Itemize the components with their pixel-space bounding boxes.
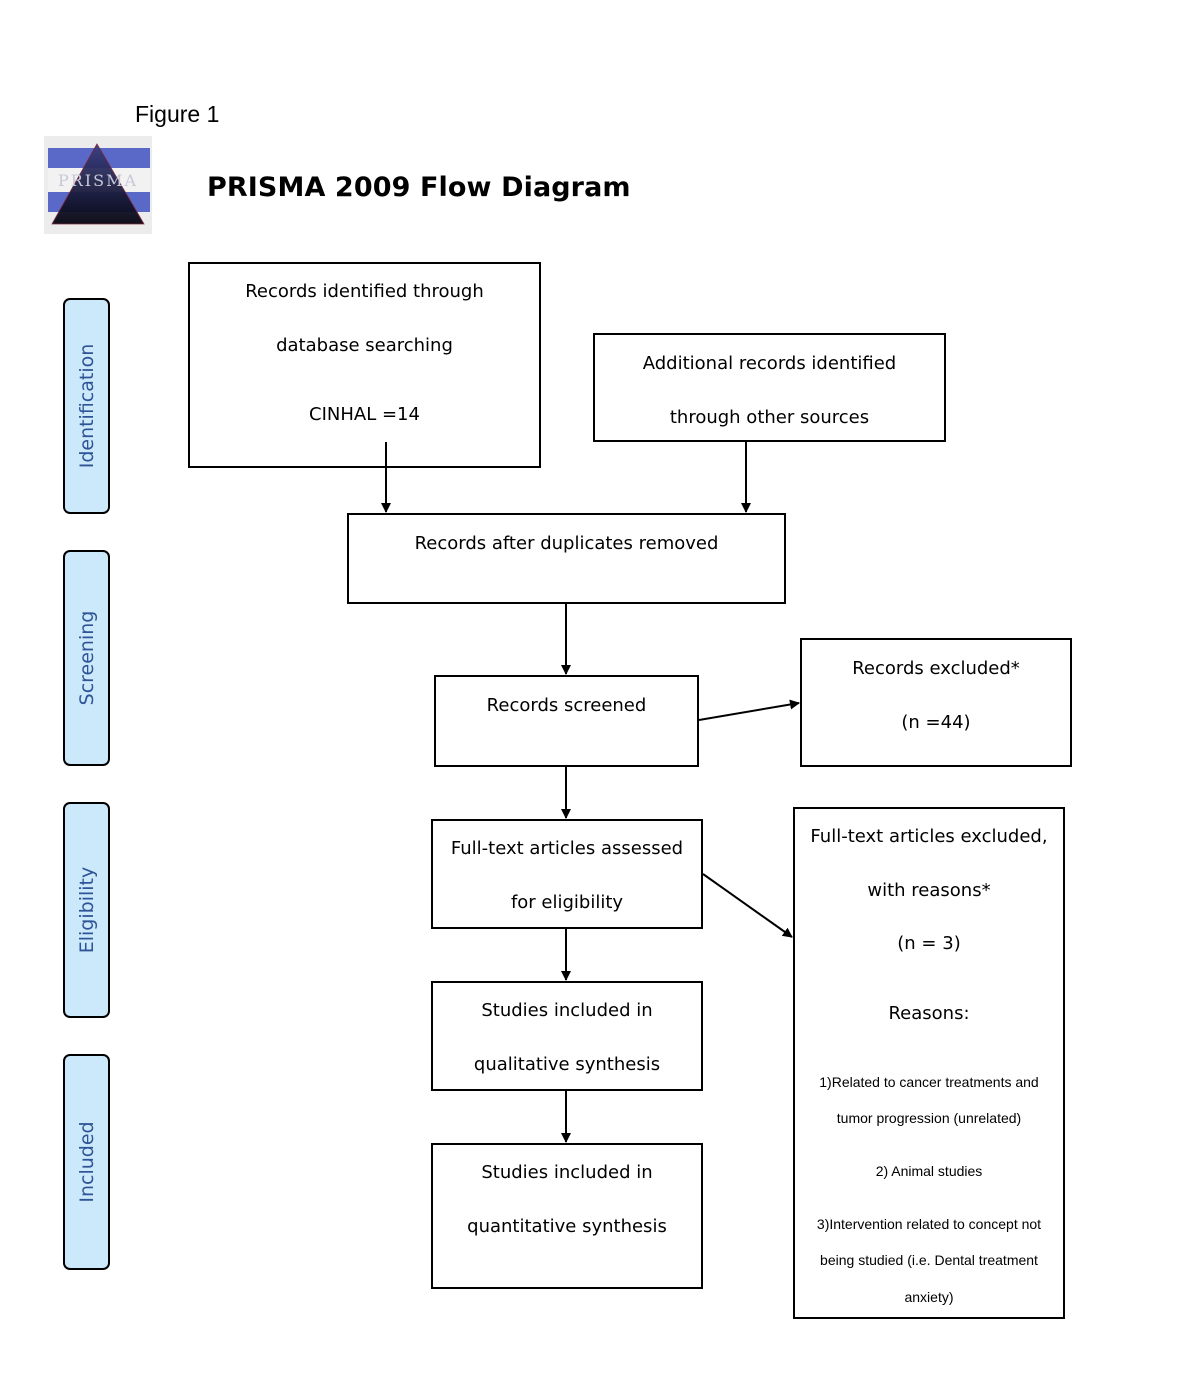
box-count: CINHAL =14 <box>309 404 420 425</box>
box-text: quantitative synthesis <box>467 1216 667 1237</box>
arrow-assessed-to-excluded <box>702 873 793 938</box>
box-text: Records after duplicates removed <box>414 533 719 554</box>
phase-screening: Screening <box>63 550 110 766</box>
box-text: for eligibility <box>510 892 624 913</box>
box-text: Records screened <box>486 695 647 716</box>
reason-line: 1)Related to cancer treatments and <box>819 1074 1039 1090</box>
box-text: through other sources <box>669 407 870 428</box>
box-fulltext-excluded: Full-text articles excluded, with reason… <box>793 807 1065 1319</box>
phase-identification: Identification <box>63 298 110 514</box>
phase-label: Eligibility <box>75 866 98 954</box>
box-text: with reasons* <box>867 880 991 901</box>
box-text: Studies included in <box>481 1000 653 1021</box>
box-text: Full-text articles excluded, <box>810 826 1048 847</box>
figure-label: Figure 1 <box>135 101 220 127</box>
box-count: (n =44) <box>901 712 971 733</box>
reason-line: being studied (i.e. Dental treatment <box>820 1252 1038 1268</box>
box-text: Studies included in <box>481 1162 653 1183</box>
prisma-logo-icon: PRISMA <box>44 136 152 234</box>
box-records-excluded: Records excluded* (n =44) <box>800 638 1072 767</box>
reason-line: 2) Animal studies <box>875 1163 983 1179</box>
phase-included: Included <box>63 1054 110 1270</box>
box-text: Records excluded* <box>852 658 1020 679</box>
page-title: PRISMA 2009 Flow Diagram <box>207 172 631 203</box>
box-text: qualitative synthesis <box>473 1054 661 1075</box>
phase-label: Included <box>75 1121 98 1203</box>
reason-line: 3)Intervention related to concept not <box>816 1216 1042 1232</box>
reason-line: anxiety) <box>904 1289 954 1305</box>
reasons-heading: Reasons: <box>888 1003 970 1024</box>
box-fulltext-assessed: Full-text articles assessed for eligibil… <box>431 819 703 929</box>
logo-text: PRISMA <box>58 171 138 190</box>
phase-eligibility: Eligibility <box>63 802 110 1018</box>
phase-label: Identification <box>75 343 98 469</box>
reason-line: tumor progression (unrelated) <box>836 1110 1022 1126</box>
phase-label: Screening <box>75 610 98 706</box>
box-qualitative-synthesis: Studies included in qualitative synthesi… <box>431 981 703 1091</box>
box-records-screened: Records screened <box>434 675 699 767</box>
box-text: Full-text articles assessed <box>450 838 684 859</box>
box-other-sources: Additional records identified through ot… <box>593 333 946 442</box>
box-text: database searching <box>276 335 453 356</box>
arrow-screened-to-excluded <box>698 699 800 721</box>
box-text: Additional records identified <box>642 353 897 374</box>
box-database-search: Records identified through database sear… <box>188 262 541 468</box>
box-quantitative-synthesis: Studies included in quantitative synthes… <box>431 1143 703 1289</box>
box-duplicates-removed: Records after duplicates removed <box>347 513 786 604</box>
box-text: Records identified through <box>245 281 484 302</box>
box-count: (n = 3) <box>897 933 961 954</box>
